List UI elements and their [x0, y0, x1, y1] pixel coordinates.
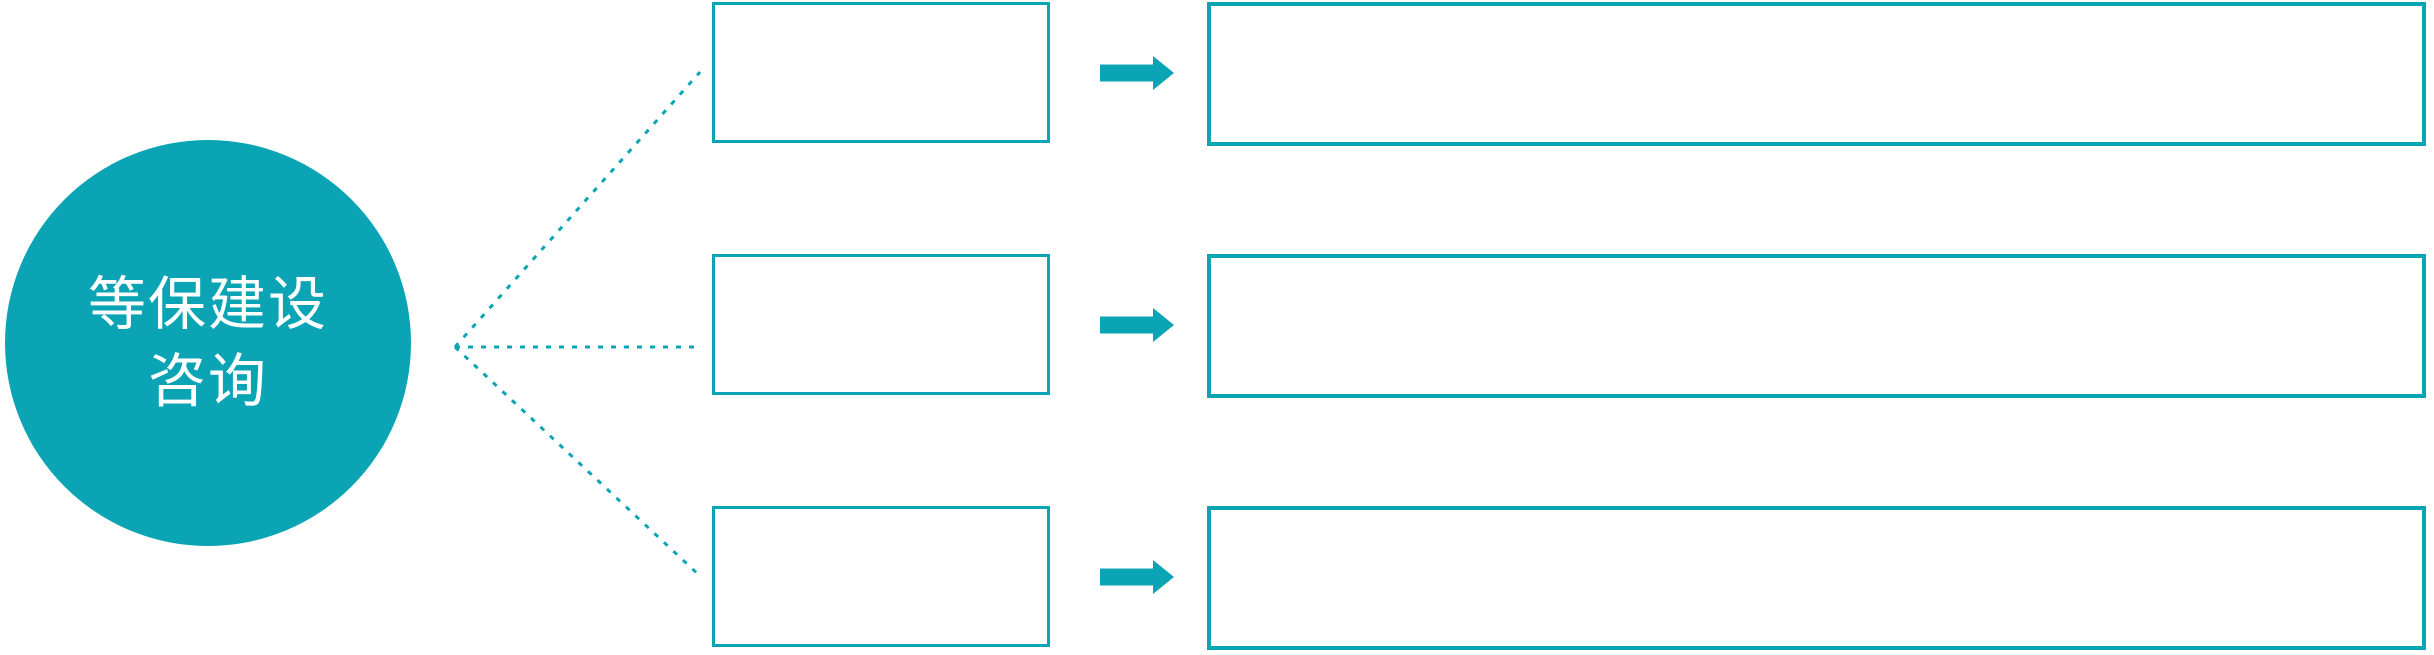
dotted-connector-line-bottom — [453, 345, 702, 578]
detail-box-1-label — [1211, 6, 2422, 142]
detail-box-3 — [1207, 506, 2426, 650]
hub-label-line1: 等保建设 — [87, 272, 328, 337]
hub-circle: 等保建设 咨询 — [5, 140, 411, 546]
category-box-1 — [712, 2, 1050, 143]
detail-box-3-label — [1211, 510, 2422, 646]
detail-box-2-label — [1211, 258, 2422, 394]
category-box-3 — [712, 506, 1050, 647]
detail-box-2 — [1207, 254, 2426, 398]
right-arrow-icon — [1100, 308, 1174, 342]
category-box-2 — [712, 254, 1050, 395]
category-box-1-label — [715, 5, 1047, 140]
hub-label-line2: 咨询 — [147, 349, 268, 414]
right-arrow-icon — [1100, 56, 1174, 90]
detail-box-1 — [1207, 2, 2426, 146]
dotted-connector-line-top — [453, 71, 702, 348]
category-box-3-label — [715, 509, 1047, 644]
category-box-2-label — [715, 257, 1047, 392]
right-arrow-icon — [1100, 560, 1174, 594]
